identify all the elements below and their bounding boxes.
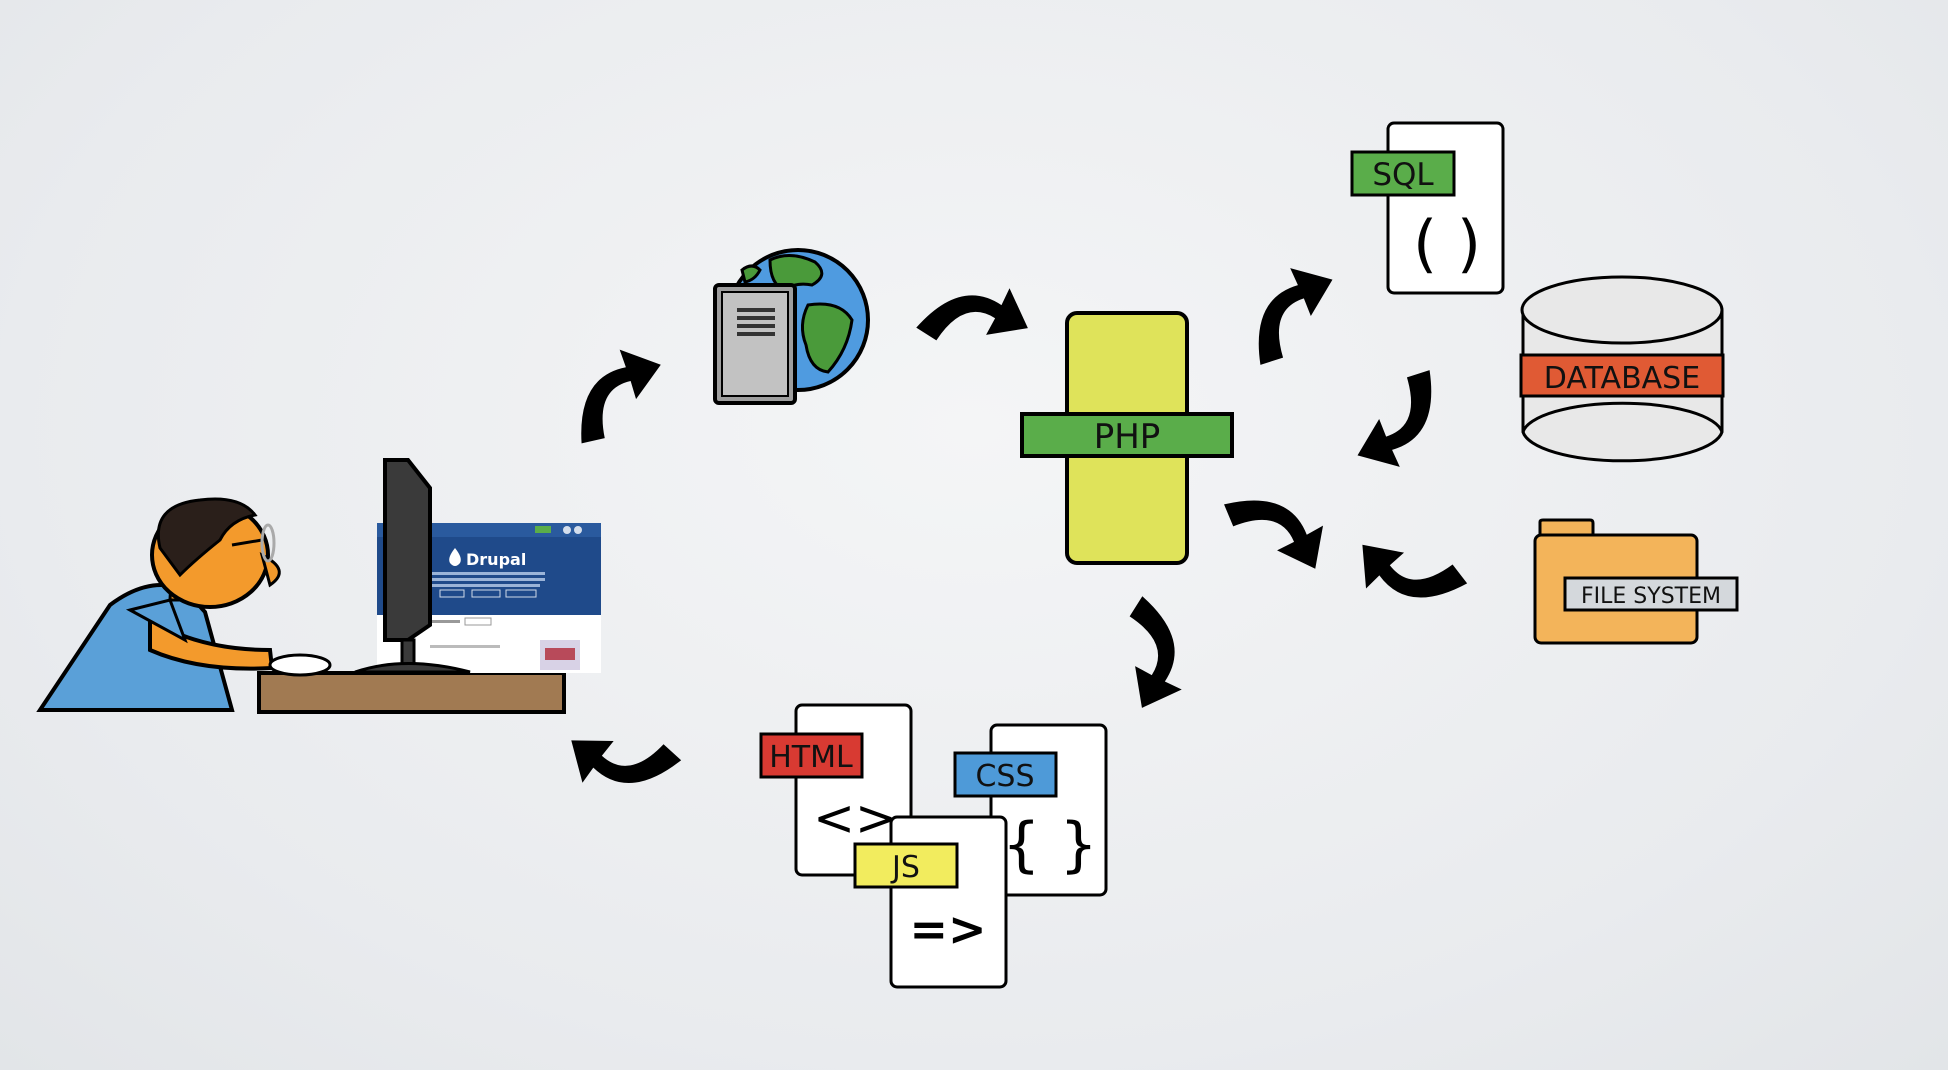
js-label: JS bbox=[890, 850, 920, 885]
css-document-icon: CSS { } bbox=[953, 723, 1108, 897]
file-system-label: FILE SYSTEM bbox=[1581, 584, 1721, 609]
js-document-icon: JS => bbox=[853, 815, 1008, 989]
curved-arrow-icon bbox=[1217, 465, 1341, 589]
css-label: CSS bbox=[975, 759, 1034, 794]
html-document-icon: HTML <> bbox=[759, 703, 913, 877]
curved-arrow-icon bbox=[1114, 594, 1197, 715]
php-label: PHP bbox=[1094, 417, 1161, 457]
html-label: HTML bbox=[769, 740, 853, 775]
sql-parens: ( ) bbox=[1413, 207, 1481, 280]
css-symbol: { } bbox=[1002, 810, 1097, 880]
html-symbol: <> bbox=[813, 789, 897, 847]
sql-label: SQL bbox=[1372, 157, 1434, 193]
server-globe-icon bbox=[713, 248, 870, 405]
curved-arrow-icon bbox=[558, 714, 685, 812]
monitor-icon: Drupal bbox=[354, 458, 601, 674]
php-document-icon: PHP bbox=[1020, 311, 1234, 565]
sql-document-icon: SQL ( ) bbox=[1350, 121, 1505, 295]
curved-arrow-icon bbox=[1344, 520, 1472, 631]
drupal-logo: Drupal bbox=[449, 548, 526, 569]
user-at-computer-icon bbox=[36, 497, 566, 714]
curved-arrow-icon bbox=[914, 273, 1035, 356]
svg-text:Drupal: Drupal bbox=[466, 550, 526, 569]
database-label: DATABASE bbox=[1544, 361, 1700, 396]
curved-arrow-icon bbox=[1339, 363, 1465, 483]
folder-icon: FILE SYSTEM bbox=[1533, 518, 1739, 645]
js-symbol: => bbox=[909, 902, 986, 956]
curved-arrow-icon bbox=[1225, 252, 1351, 372]
curved-arrow-icon bbox=[550, 335, 677, 451]
database-icon: DATABASE bbox=[1519, 275, 1725, 463]
